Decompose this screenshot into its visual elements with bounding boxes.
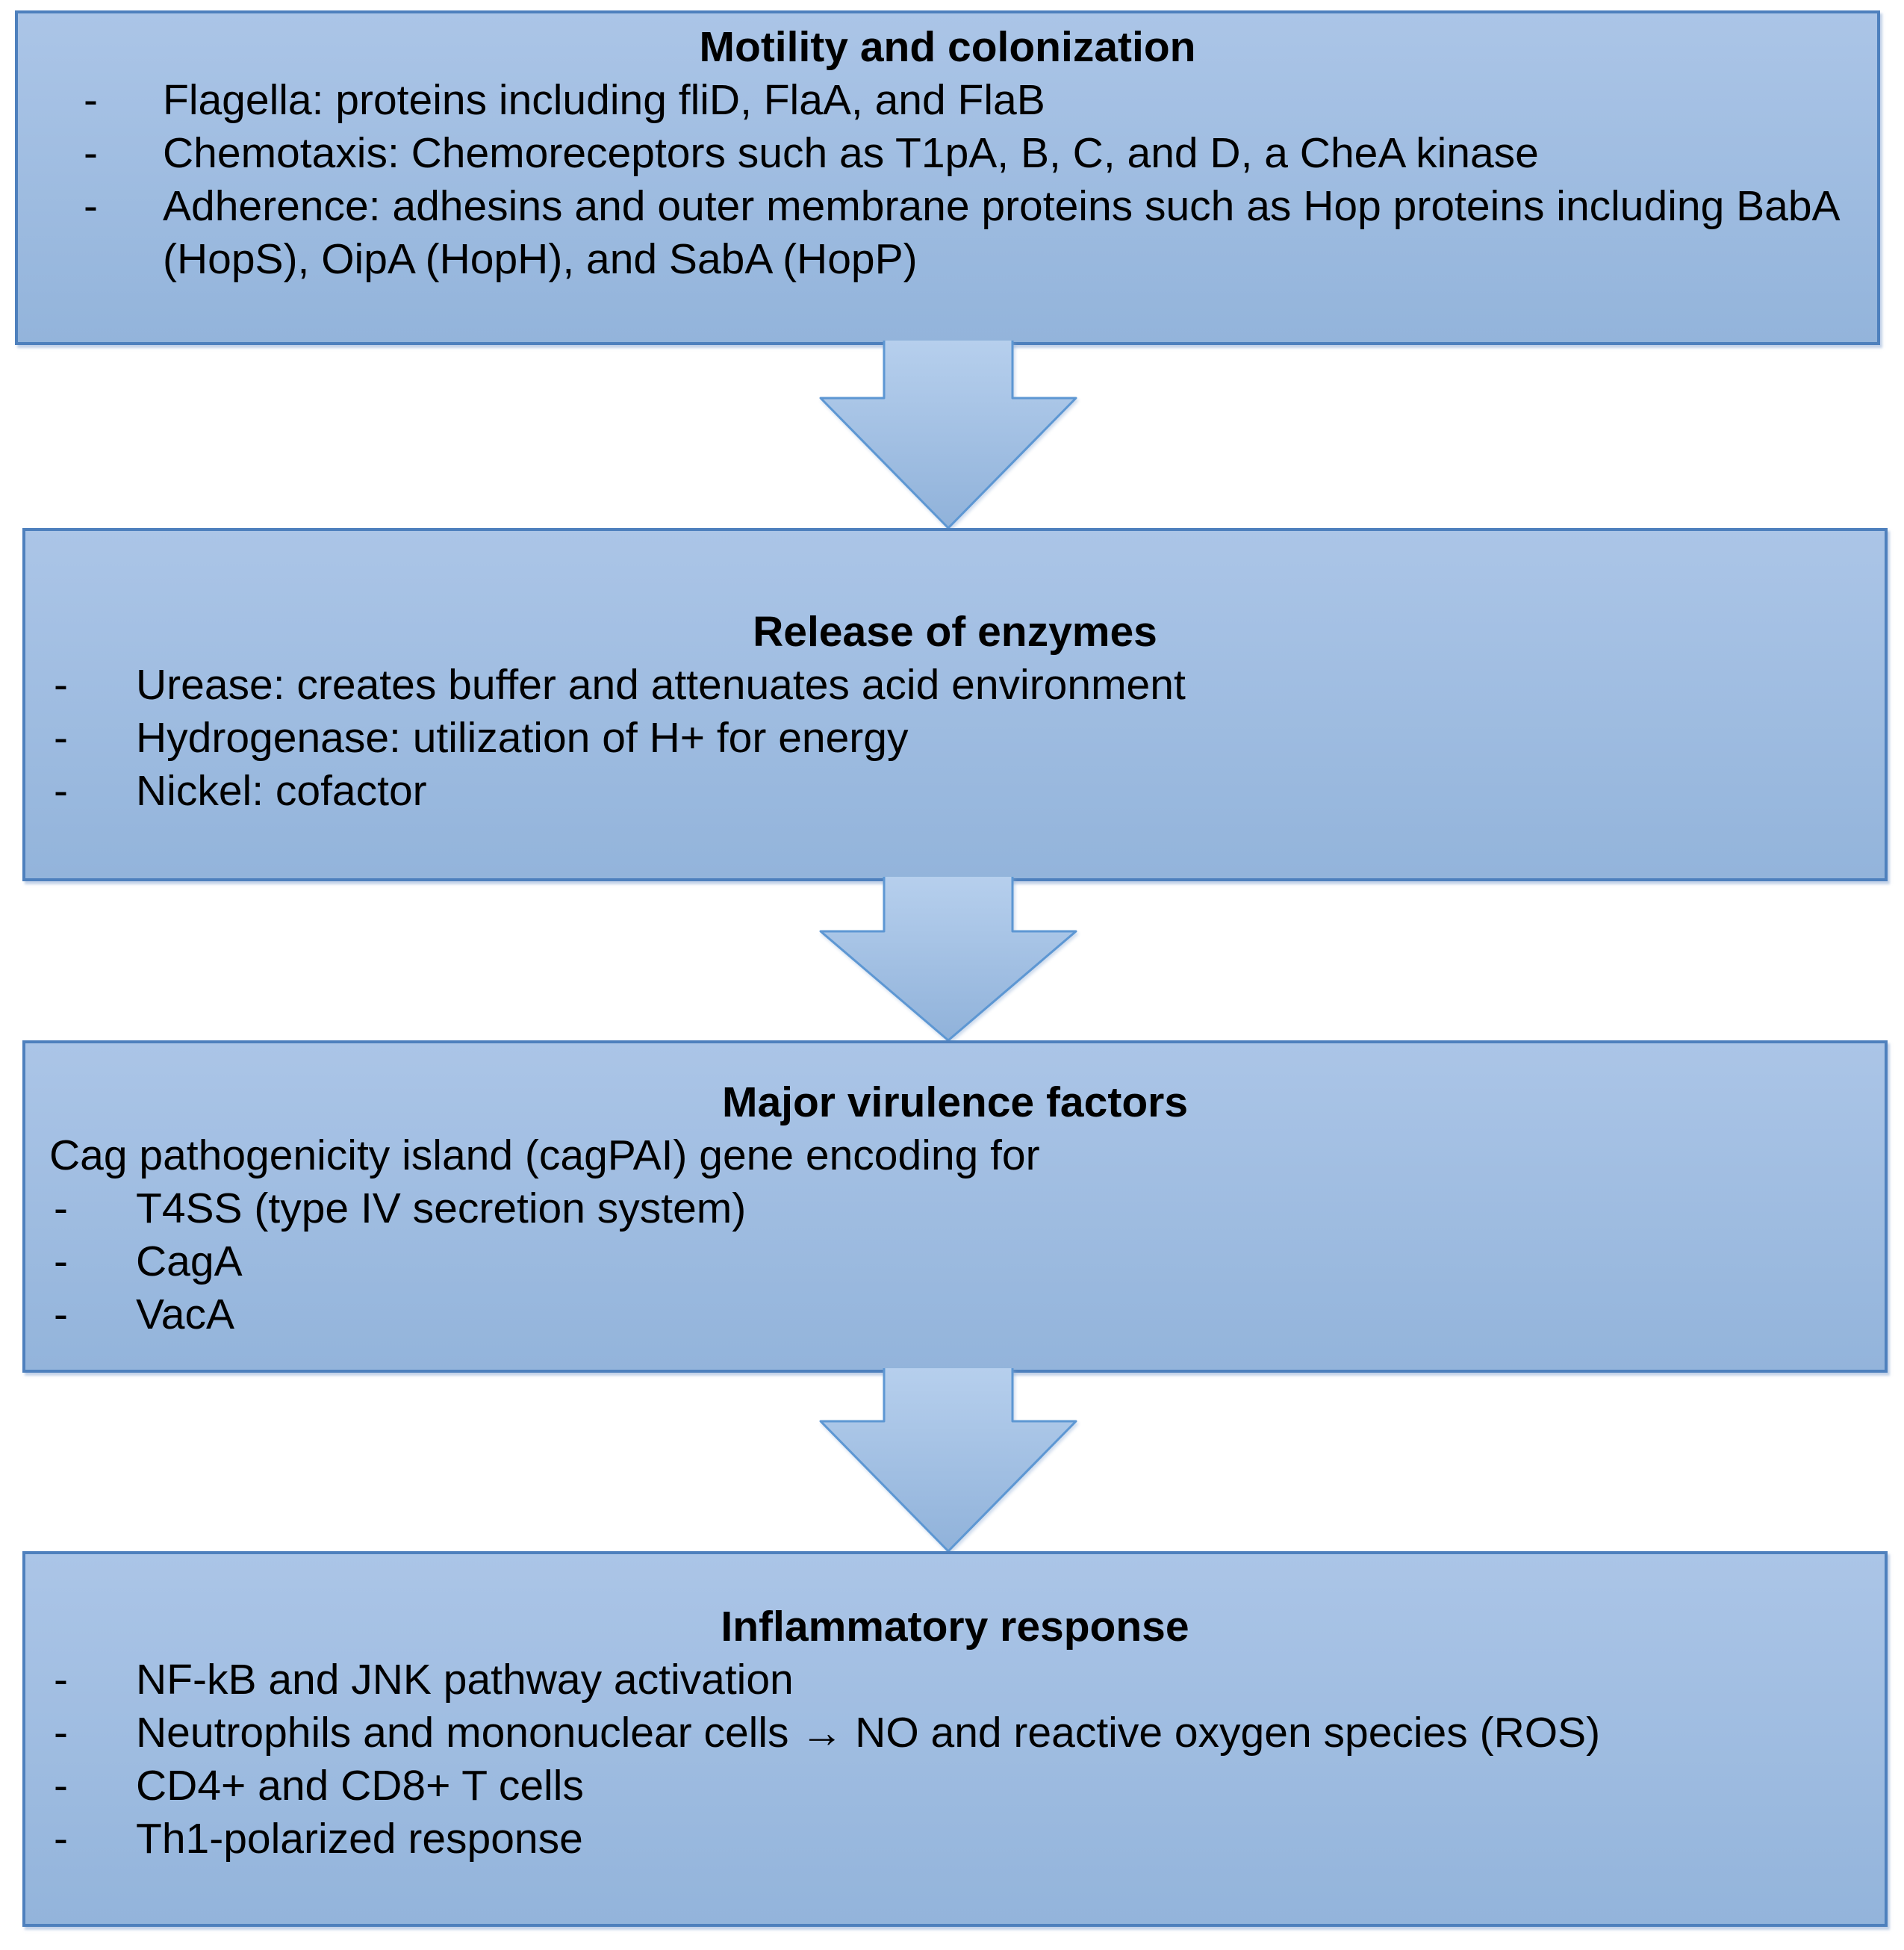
bullet-item: - CD4+ and CD8+ T cells <box>25 1760 1885 1813</box>
box-title: Motility and colonization <box>699 23 1196 71</box>
down-arrow-icon <box>819 341 1077 530</box>
bullet-item: - Nickel: cofactor <box>25 765 1885 818</box>
box-body: - NF-kB and JNK pathway activation - Neu… <box>25 1654 1885 1866</box>
bullet-text: CagA <box>136 1238 243 1285</box>
bullet-item: - NF-kB and JNK pathway activation <box>25 1654 1885 1707</box>
stage-box-inflammatory-response: Inflammatory response - NF-kB and JNK pa… <box>22 1551 1888 1927</box>
bullet-dash-marker: - <box>54 714 68 762</box>
bullet-text: Flagella: proteins including fliD, FlaA,… <box>163 76 1045 124</box>
bullet-dash-marker: - <box>84 129 98 177</box>
bullet-dash-marker: - <box>54 661 68 709</box>
bullet-dash-marker: - <box>84 76 98 124</box>
bullet-list: - Flagella: proteins including fliD, Fla… <box>18 74 1877 286</box>
down-arrow-icon <box>819 877 1077 1042</box>
bullet-text: Adherence: adhesins and outer membrane p… <box>163 182 1838 283</box>
bullet-text: CD4+ and CD8+ T cells <box>136 1762 584 1810</box>
box-title: Major virulence factors <box>721 1078 1189 1126</box>
bullet-dash-marker: - <box>54 1238 68 1285</box>
bullet-text: Chemotaxis: Chemoreceptors such as T1pA,… <box>163 129 1539 177</box>
stage-box-motility-and-colonization: Motility and colonization - Flagella: pr… <box>15 10 1880 345</box>
bullet-item: - Adherence: adhesins and outer membrane… <box>18 180 1877 286</box>
box-body: - Flagella: proteins including fliD, Fla… <box>18 74 1877 286</box>
bullet-item: - T4SS (type IV secretion system) <box>25 1182 1885 1235</box>
bullet-item: - Flagella: proteins including fliD, Fla… <box>18 74 1877 127</box>
bullet-text: Th1-polarized response <box>136 1815 583 1863</box>
bullet-text: T4SS (type IV secretion system) <box>136 1184 747 1232</box>
bullet-dash-marker: - <box>54 1656 68 1704</box>
bullet-dash-marker: - <box>54 1291 68 1338</box>
bullet-text: Urease: creates buffer and attenuates ac… <box>136 661 1186 709</box>
bullet-item: - Hydrogenase: utilization of H+ for ene… <box>25 712 1885 765</box>
bullet-list: - Urease: creates buffer and attenuates … <box>25 659 1885 818</box>
bullet-dash-marker: - <box>54 767 68 815</box>
bullet-dash-marker: - <box>54 1762 68 1810</box>
bullet-item: - CagA <box>25 1235 1885 1288</box>
bullet-dash-marker: - <box>54 1709 68 1757</box>
bullet-text: NF-kB and JNK pathway activation <box>136 1656 794 1704</box>
box-title: Inflammatory response <box>721 1603 1189 1651</box>
bullet-text: VacA <box>136 1291 235 1338</box>
stage-box-release-of-enzymes: Release of enzymes - Urease: creates buf… <box>22 528 1888 881</box>
bullet-item: - Neutrophils and mononuclear cells → NO… <box>25 1707 1885 1760</box>
bullet-item: - VacA <box>25 1288 1885 1341</box>
bullet-list: - NF-kB and JNK pathway activation - Neu… <box>25 1654 1885 1866</box>
bullet-list: - T4SS (type IV secretion system) - CagA… <box>25 1182 1885 1341</box>
bullet-dash-marker: - <box>84 182 98 230</box>
intro-line: Cag pathogenicity island (cagPAI) gene e… <box>49 1131 1040 1179</box>
bullet-dash-marker: - <box>54 1184 68 1232</box>
bullet-text: Neutrophils and mononuclear cells → NO a… <box>136 1709 1601 1757</box>
bullet-text: Hydrogenase: utilization of H+ for energ… <box>136 714 909 762</box>
bullet-text: Nickel: cofactor <box>136 767 427 815</box>
bullet-item: - Th1-polarized response <box>25 1813 1885 1866</box>
down-arrow-icon <box>819 1368 1077 1553</box>
bullet-item: - Urease: creates buffer and attenuates … <box>25 659 1885 712</box>
box-body: Cag pathogenicity island (cagPAI) gene e… <box>25 1129 1885 1341</box>
box-body: - Urease: creates buffer and attenuates … <box>25 659 1885 818</box>
bullet-dash-marker: - <box>54 1815 68 1863</box>
bullet-item: - Chemotaxis: Chemoreceptors such as T1p… <box>18 127 1877 180</box>
stage-box-major-virulence-factors: Major virulence factors Cag pathogenicit… <box>22 1040 1888 1373</box>
box-title: Release of enzymes <box>753 608 1157 656</box>
